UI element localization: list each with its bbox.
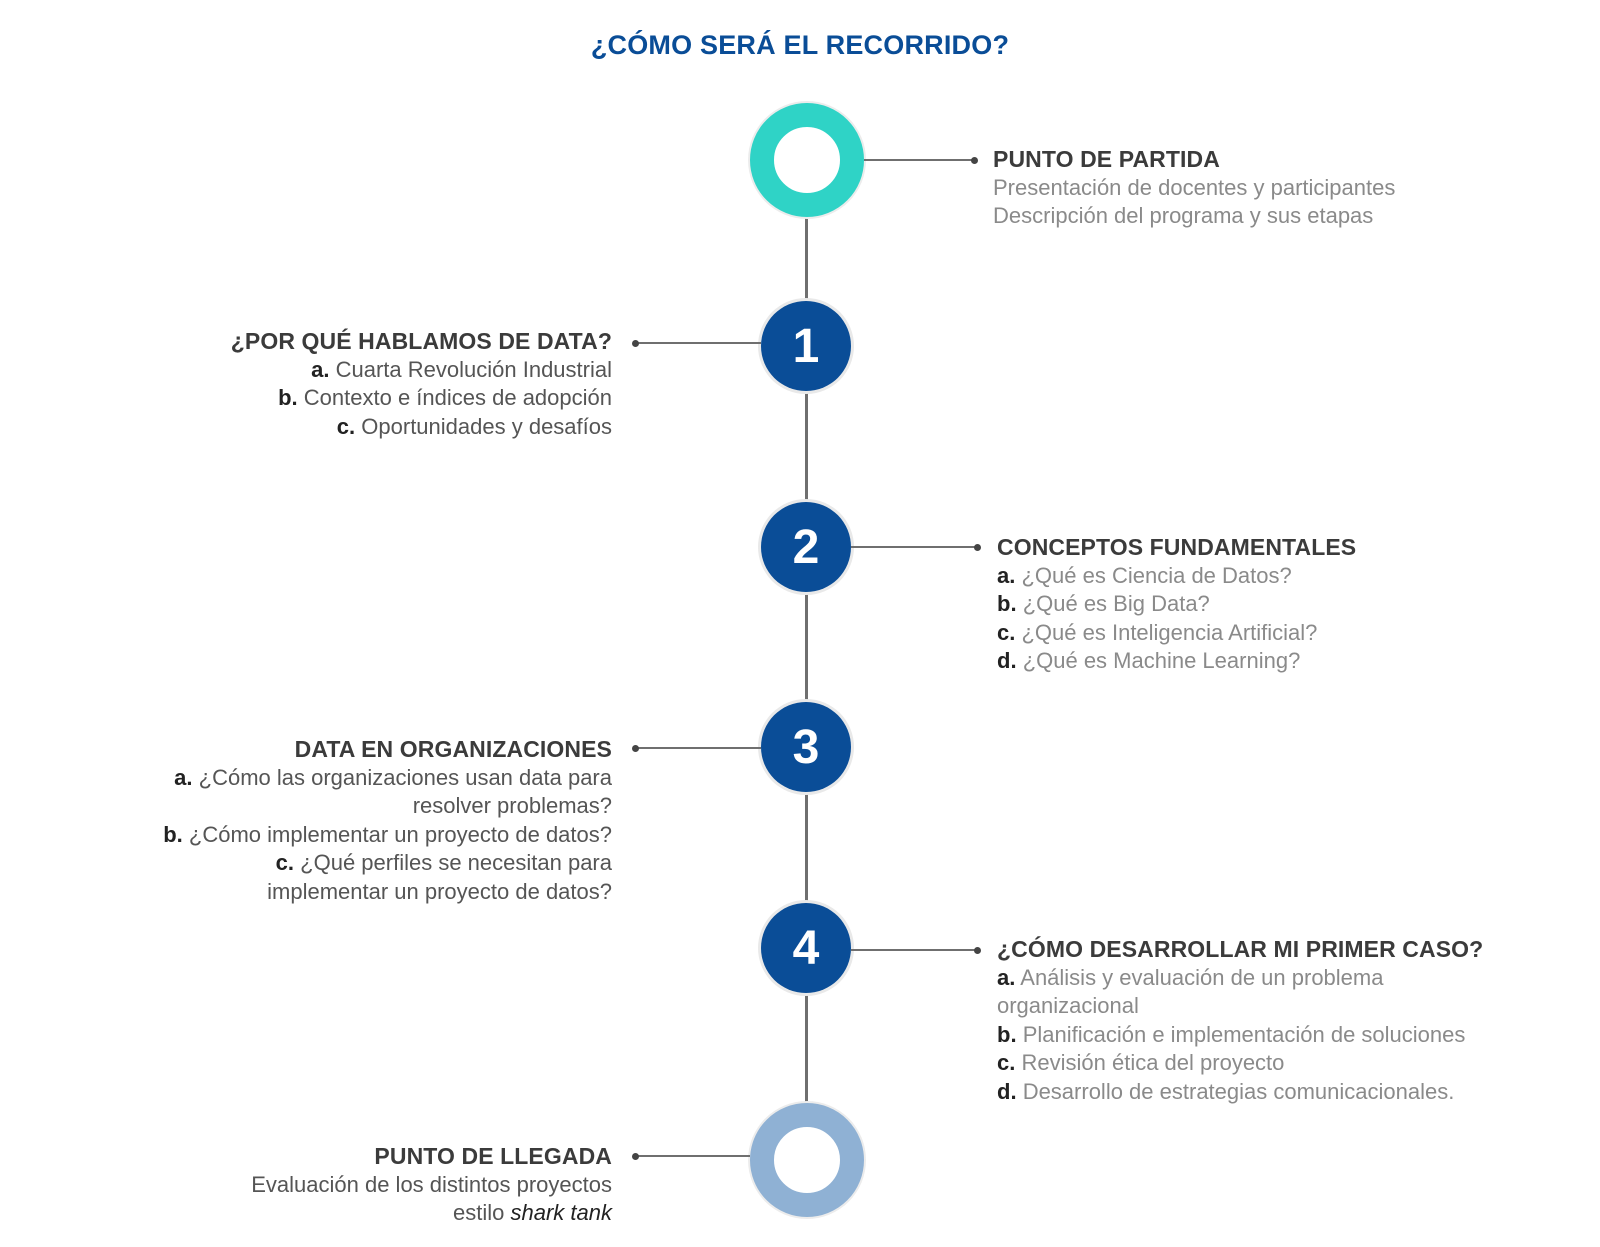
step-3-badge: 3 <box>761 702 851 792</box>
step-1-heading: ¿POR QUÉ HABLAMOS DE DATA? <box>230 328 612 354</box>
step-3-connector-dot <box>632 745 639 752</box>
list-item: c. ¿Qué es Inteligencia Artificial? <box>997 619 1318 645</box>
list-item: b. Planificación e implementación de sol… <box>997 1021 1466 1047</box>
list-item: c. Oportunidades y desafíos <box>336 413 612 439</box>
end-block: PUNTO DE LLEGADA Evaluación de los disti… <box>100 1142 612 1228</box>
list-item-continuation: resolver problemas? <box>412 793 612 818</box>
end-connector-dot <box>632 1153 639 1160</box>
list-item: a. ¿Cómo las organizaciones usan data pa… <box>174 764 612 790</box>
start-heading: PUNTO DE PARTIDA <box>993 146 1220 172</box>
step-2-badge: 2 <box>761 502 851 592</box>
step-1-connector <box>636 342 761 344</box>
step-2-block: CONCEPTOS FUNDAMENTALES a. ¿Qué es Cienc… <box>997 533 1557 676</box>
step-3-heading: DATA EN ORGANIZACIONES <box>294 736 612 762</box>
list-item: a. ¿Qué es Ciencia de Datos? <box>997 562 1292 588</box>
step-4-badge: 4 <box>761 903 851 993</box>
list-item: a. Cuarta Revolución Industrial <box>311 356 612 382</box>
step-4-heading: ¿CÓMO DESARROLLAR MI PRIMER CASO? <box>997 936 1484 962</box>
end-line: estilo shark tank <box>453 1200 613 1225</box>
step-4-connector <box>851 949 977 951</box>
list-item: c. Revisión ética del proyecto <box>997 1050 1285 1075</box>
list-item: b. ¿Cómo implementar un proyecto de dato… <box>163 821 612 847</box>
step-1-connector-dot <box>632 340 639 347</box>
step-2-heading: CONCEPTOS FUNDAMENTALES <box>997 534 1357 560</box>
timeline-spine <box>805 160 808 1160</box>
end-heading: PUNTO DE LLEGADA <box>374 1143 612 1169</box>
step-1-block: ¿POR QUÉ HABLAMOS DE DATA? a. Cuarta Rev… <box>100 327 612 441</box>
step-3-block: DATA EN ORGANIZACIONES a. ¿Cómo las orga… <box>80 735 612 906</box>
list-item: d. Desarrollo de estrategias comunicacio… <box>997 1078 1455 1104</box>
step-2-connector-dot <box>974 544 981 551</box>
list-item-continuation: organizacional <box>997 993 1139 1018</box>
end-line-italic: shark tank <box>510 1200 613 1225</box>
start-block: PUNTO DE PARTIDA Presentación de docente… <box>993 145 1553 231</box>
step-2-connector <box>851 546 977 548</box>
list-item-continuation: implementar un proyecto de datos? <box>267 878 612 904</box>
list-item: b. ¿Qué es Big Data? <box>997 591 1210 616</box>
start-line: Descripción del programa y sus etapas <box>993 203 1374 228</box>
step-4-connector-dot <box>974 947 981 954</box>
list-item: b. Contexto e índices de adopción <box>278 385 612 410</box>
list-item: a. Análisis y evaluación de un problema <box>997 964 1384 990</box>
end-connector <box>636 1155 750 1157</box>
start-ring-icon <box>750 103 864 217</box>
step-1-badge: 1 <box>761 301 851 391</box>
start-connector-dot <box>971 157 978 164</box>
start-connector <box>864 159 974 161</box>
end-line: Evaluación de los distintos proyectos <box>251 1171 612 1197</box>
step-4-block: ¿CÓMO DESARROLLAR MI PRIMER CASO? a. Aná… <box>997 935 1577 1106</box>
start-line: Presentación de docentes y participantes <box>993 174 1396 200</box>
list-item: c. ¿Qué perfiles se necesitan para <box>275 850 612 875</box>
list-item: d. ¿Qué es Machine Learning? <box>997 648 1301 673</box>
page-title: ¿CÓMO SERÁ EL RECORRIDO? <box>590 30 1010 60</box>
step-3-connector <box>636 747 761 749</box>
end-ring-icon <box>750 1103 864 1217</box>
